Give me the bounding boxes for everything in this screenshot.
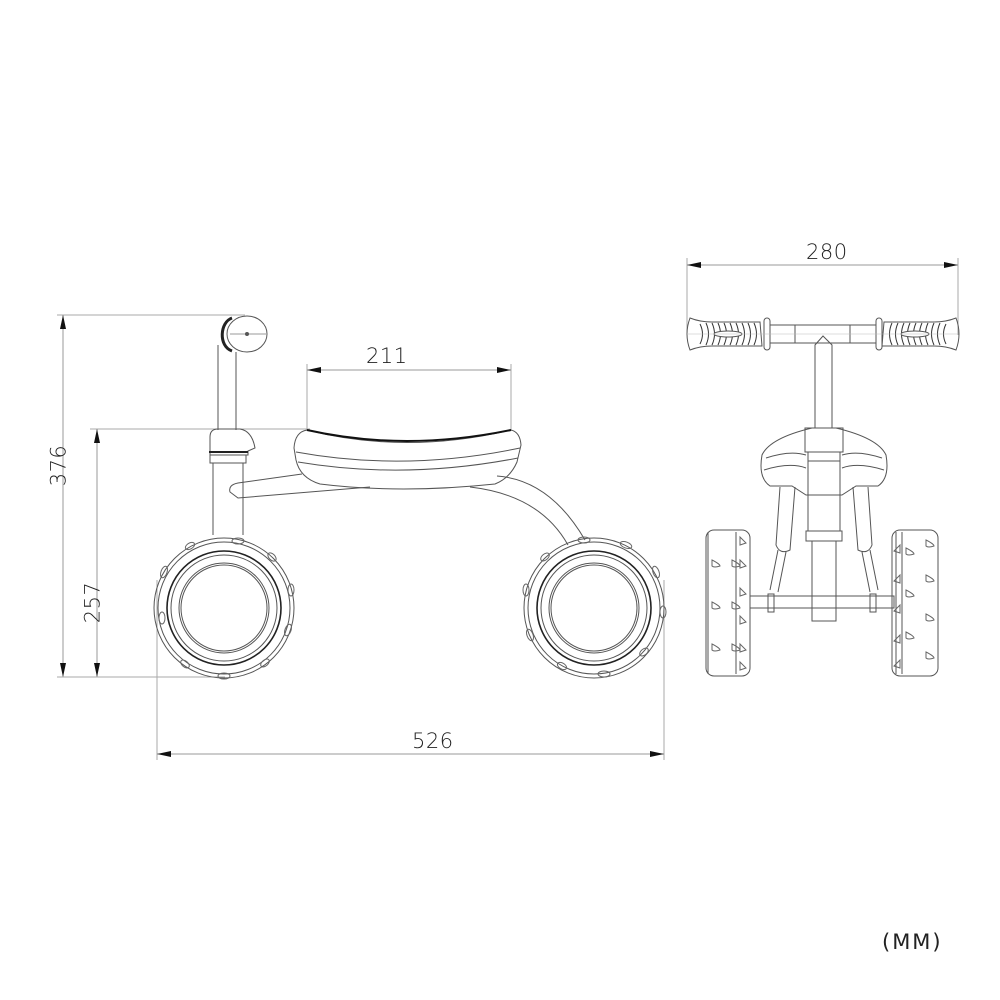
fork-front [769, 460, 879, 622]
rear-wheel-side [522, 536, 667, 679]
dimension-overall-length [156, 580, 665, 760]
side-view [57, 314, 667, 760]
label-seat-height: 257 [80, 581, 105, 624]
label-seat-length: 211 [366, 344, 408, 368]
left-wheel-front [705, 529, 751, 677]
label-handlebar-width: 280 [806, 240, 848, 264]
units-label: (MM) [882, 930, 943, 954]
seat-front [760, 427, 888, 496]
label-overall-height: 376 [46, 444, 71, 487]
dimension-overall-height [57, 314, 245, 677]
axle-front [749, 593, 895, 613]
tread-lugs [158, 537, 295, 680]
dimension-handlebar-width [686, 258, 959, 335]
dimension-seat-length [306, 364, 512, 430]
stem-front [814, 335, 833, 428]
front-view [686, 258, 960, 677]
front-wheel-side [153, 537, 295, 680]
frame-bar [229, 473, 586, 546]
handlebar-grip-side [220, 315, 268, 353]
steering-stem [209, 345, 256, 535]
tread-lugs [522, 536, 667, 678]
right-wheel-front [891, 529, 939, 677]
seat-side [293, 429, 522, 490]
label-overall-length: 526 [412, 729, 454, 753]
handlebar-front [686, 317, 960, 351]
dimension-seat-height [57, 428, 310, 678]
